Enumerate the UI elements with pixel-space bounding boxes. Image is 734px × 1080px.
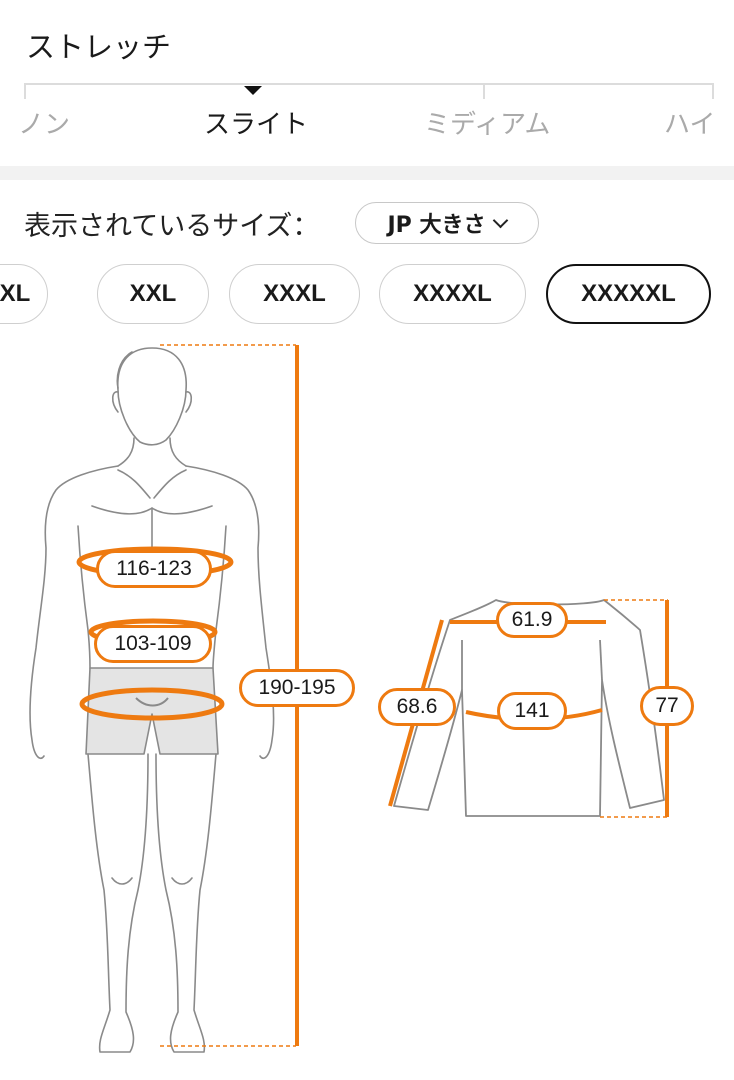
- section-divider: [0, 166, 734, 180]
- length-measurement-badge: 77: [640, 686, 694, 726]
- size-region-label: JP 大きさ: [387, 213, 486, 238]
- size-chip-xl[interactable]: XL: [0, 264, 48, 324]
- size-guide-figure: 116-123 103-109 190-195 61.9 141 68.6 77: [0, 330, 734, 1080]
- stretch-scale-track: [24, 83, 714, 85]
- stretch-scale-tick: [712, 83, 714, 99]
- sleeve-measurement-badge: 68.6: [378, 688, 456, 726]
- size-chip-xxxxxl[interactable]: XXXXXL: [546, 264, 711, 324]
- stretch-level-non[interactable]: ノン: [18, 110, 71, 140]
- hip-measure-ring: [79, 687, 225, 721]
- size-chip-row: XL XXL XXXL XXXXL XXXXXL: [0, 264, 734, 326]
- size-chip-xxl[interactable]: XXL: [97, 264, 209, 324]
- stretch-scale-tick: [483, 83, 485, 99]
- size-chip-xxxl[interactable]: XXXL: [229, 264, 360, 324]
- garment-chest-measurement-badge: 141: [497, 692, 567, 730]
- chest-measurement-badge: 116-123: [96, 550, 212, 588]
- waist-measurement-badge: 103-109: [94, 625, 212, 663]
- size-region-dropdown[interactable]: JP 大きさ: [355, 202, 539, 244]
- height-measurement-badge: 190-195: [239, 669, 355, 707]
- chevron-down-icon: [493, 212, 509, 228]
- stretch-level-medium[interactable]: ミディアム: [424, 110, 551, 140]
- body-figure-illustration: [29, 347, 275, 1053]
- stretch-pointer-icon: [244, 86, 262, 95]
- size-chip-xxxxl[interactable]: XXXXL: [379, 264, 526, 324]
- stretch-level-high[interactable]: ハイ: [664, 110, 716, 140]
- stretch-level-slight[interactable]: スライト: [204, 110, 309, 140]
- shoulder-measurement-badge: 61.9: [496, 602, 568, 638]
- stretch-title: ストレッチ: [26, 30, 172, 64]
- displayed-size-label: 表示されているサイズ：: [24, 211, 320, 242]
- stretch-scale-tick: [24, 83, 26, 99]
